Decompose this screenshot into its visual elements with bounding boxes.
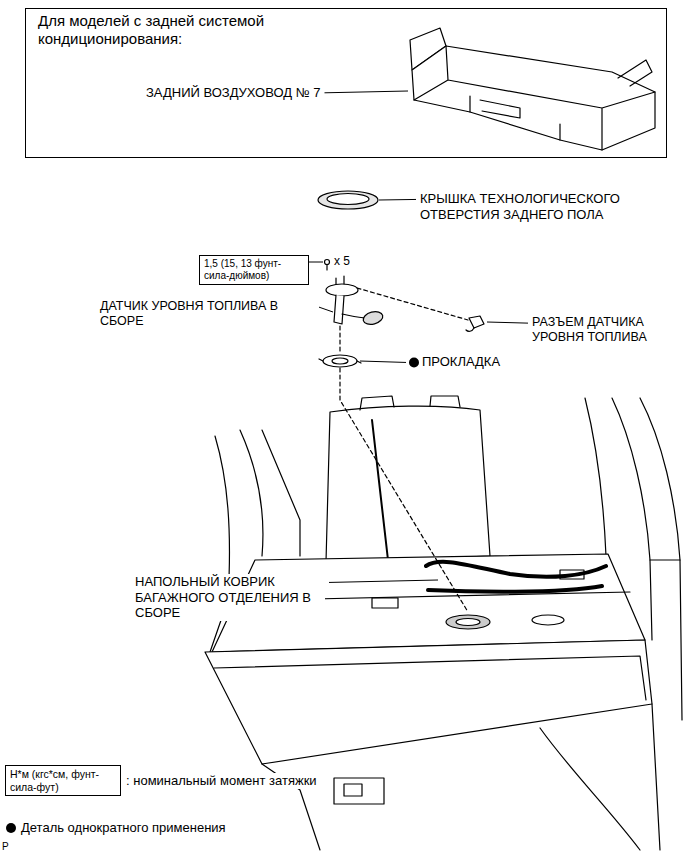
legend-item: Деталь однократного применения: [5, 820, 226, 836]
part-label: ЗАДНИЙ ВОЗДУХОВОД № 7: [146, 85, 320, 101]
vehicle-rear-part: [344, 784, 362, 796]
inset-heading: Для моделей с задней системой кондициони…: [38, 12, 270, 48]
fuel-sender-gauge-part: [342, 314, 366, 318]
rear-duct-part: [618, 60, 652, 86]
leader-line: [360, 361, 406, 362]
leader-line: [379, 199, 416, 201]
vehicle-rear-part: [334, 778, 384, 804]
screw: [325, 260, 330, 271]
legend-note: : номинальный момент затяжки: [126, 773, 317, 789]
service-hole-cover: [318, 191, 378, 209]
rear-duct: [410, 28, 655, 150]
vehicle-rear-part: [532, 615, 564, 625]
sender-connector-part: [466, 328, 474, 331]
vehicle-rear-part: [214, 656, 646, 700]
fuel-sender-gauge-part: [326, 284, 358, 296]
assembly-dashed-lines-part: [340, 368, 468, 612]
vehicle-rear-part: [205, 640, 652, 764]
vehicle-rear-part: [360, 396, 394, 410]
vehicle-rear-part: [430, 396, 460, 407]
legend-dot-shape: [6, 823, 16, 833]
line-art: [205, 28, 682, 850]
fuel-sender-gauge: [326, 276, 384, 326]
leader-line: [329, 580, 438, 582]
vehicle-rear-part: [326, 406, 490, 562]
vehicle-rear-part: [585, 398, 606, 556]
vehicle-rear-part: [240, 430, 263, 556]
part-label: КРЫШКА ТЕХНОЛОГИЧЕСКОГО ОТВЕРСТИЯ ЗАДНЕГ…: [420, 191, 652, 222]
torque-unit: Н*м (кгс*см, фунт-сила-фут): [10, 768, 116, 793]
figure-code: P: [2, 841, 9, 853]
leader-line: [319, 307, 333, 312]
fuel-sender-gauge-part: [334, 295, 344, 324]
service-hole-cover-part: [318, 191, 378, 209]
gasket-part: [323, 355, 357, 367]
torque-value: 1,5 (15, 13 фунт-сила-дюймов): [204, 258, 304, 282]
part-label: НАПОЛЬНЫЙ КОВРИК БАГАЖНОГО ОТДЕЛЕНИЯ В С…: [135, 574, 325, 621]
leader-line: [324, 91, 408, 93]
vehicle-rear-part: [446, 615, 490, 629]
assembly-dashed-lines-part: [339, 326, 340, 354]
leader-line: [487, 322, 528, 323]
quantity-label: x 5: [334, 254, 350, 268]
gasket: [319, 355, 361, 367]
part-label: ДАТЧИК УРОВНЯ ТОПЛИВА В СБОРЕ: [100, 299, 315, 329]
part-label: ПРОКЛАДКА: [422, 354, 500, 370]
vehicle-rear-part: [650, 559, 680, 560]
gasket-part: [319, 359, 361, 363]
sender-connector: [466, 316, 484, 331]
fuel-sender-gauge-part: [362, 310, 384, 327]
vehicle-rear-part: [262, 430, 300, 556]
torque-legend-box: Н*м (кгс*см, фунт-сила-фут): [5, 765, 121, 796]
screw-part: [326, 265, 327, 271]
single-use-dot: [409, 357, 419, 367]
vehicle-rear-part: [426, 562, 606, 592]
screw-part: [325, 260, 330, 265]
rear-duct-part: [412, 46, 655, 150]
assembly-dashed-lines: [340, 288, 468, 612]
service-hole-cover-part: [327, 194, 369, 205]
legend-text: Деталь однократного применения: [21, 820, 226, 836]
vehicle-rear-part: [372, 420, 388, 560]
part-label: РАЗЪЕМ ДАТЧИКА УРОВНЯ ТОПЛИВА: [532, 315, 672, 345]
legend-dot: [5, 822, 17, 834]
rear-duct-part: [414, 46, 655, 150]
inset-box: Для моделей с задней системой кондициони…: [25, 8, 667, 158]
vehicle-rear-part: [456, 619, 480, 626]
gasket-part: [332, 358, 348, 364]
vehicle-rear-part: [262, 704, 660, 850]
rear-duct-part: [480, 100, 520, 118]
torque-box: 1,5 (15, 13 фунт-сила-дюймов): [199, 255, 309, 285]
leader-line: [309, 262, 323, 263]
assembly-dashed-lines-part: [357, 288, 468, 320]
sender-connector-part: [469, 316, 484, 328]
vehicle-rear-part: [372, 598, 398, 608]
